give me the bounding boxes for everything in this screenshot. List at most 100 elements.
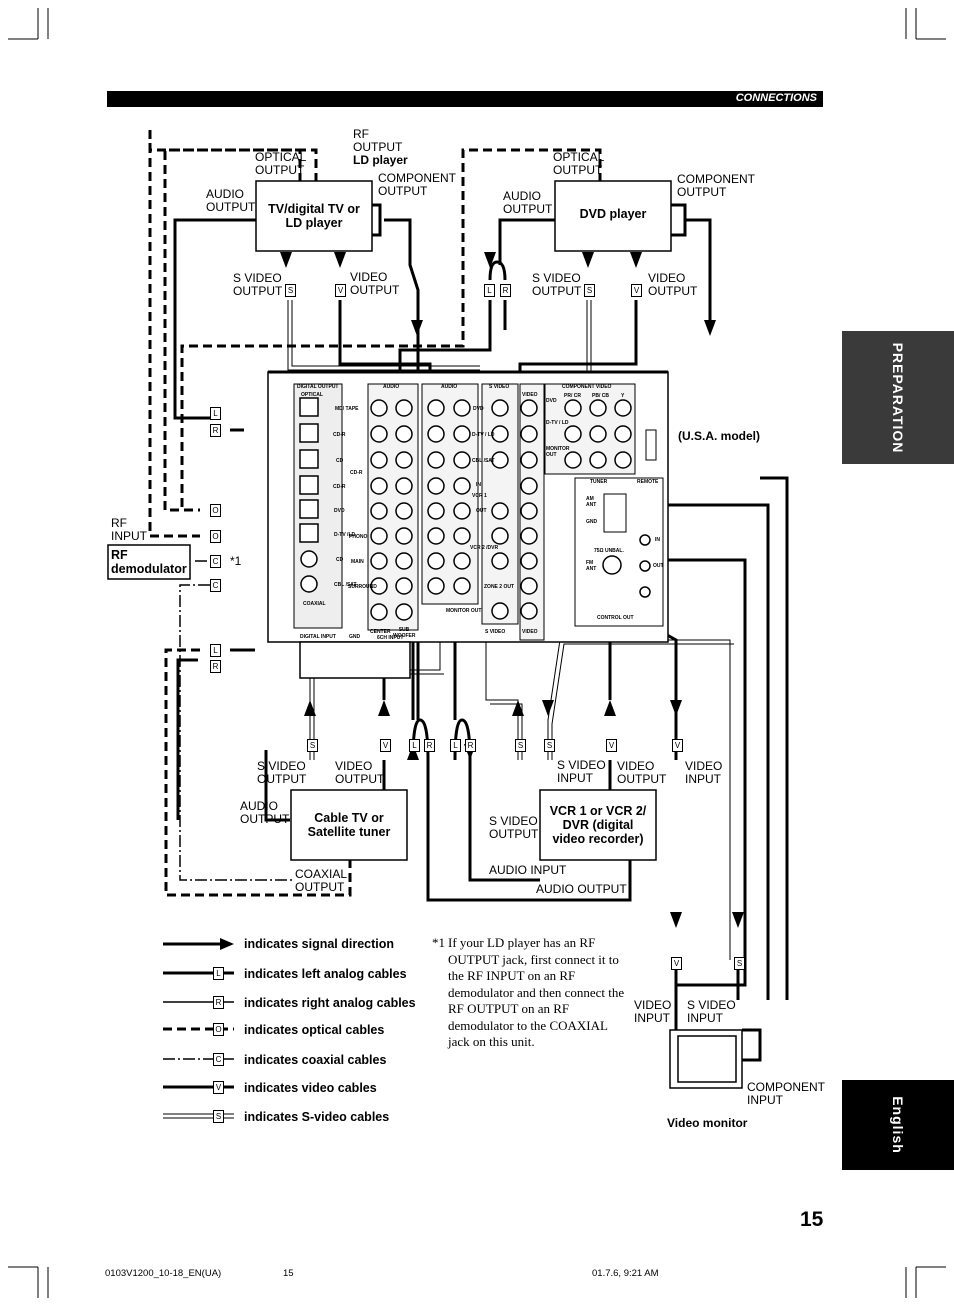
rx-video-2: VIDEO: [522, 629, 538, 635]
cable-coaxial-label: COAXIAL OUTPUT: [295, 867, 348, 894]
legend-svideo-text: indicates S-video cables: [244, 1110, 390, 1124]
rx-gnd: GND: [349, 634, 361, 640]
plug-r-label: R: [502, 286, 509, 295]
rx-component-video: COMPONENT VIDEO: [562, 384, 612, 390]
plug-v-dvd: V: [631, 284, 642, 297]
legend-marker-coaxial: C: [213, 1053, 224, 1066]
legend-optical-text: indicates optical cables: [244, 1023, 385, 1037]
rx-phono: PHONO: [349, 534, 368, 540]
rx-optical: OPTICAL: [301, 392, 323, 398]
rx-remote: REMOTE: [637, 479, 659, 485]
legend-marker-right: R: [213, 996, 224, 1009]
footer-left: 0103V1200_10-18_EN(UA): [105, 1268, 222, 1279]
rx-surround: SURROUND: [348, 584, 377, 590]
plug-o-1: O: [210, 504, 221, 517]
monitor-svideo-in-label: S VIDEO INPUT: [687, 998, 736, 1025]
legend-left-text: indicates left analog cables: [244, 967, 407, 981]
plug-r-label: R: [426, 741, 433, 750]
tv-optical-label: OPTICAL OUTPUT: [255, 150, 307, 177]
legend-marker-label: L: [216, 969, 221, 978]
rx-cdr2: CD-R: [333, 484, 346, 490]
signal-arrow: [604, 700, 616, 716]
plug-r-vcr2: R: [465, 739, 476, 752]
video-cable-monitor: [760, 476, 789, 1000]
plug-o-label: O: [212, 532, 219, 541]
cable-device-box: Cable TV or Satellite tuner: [291, 790, 407, 860]
rx-control-out: CONTROL OUT: [597, 615, 634, 621]
rx-cbl: CBL /SAT: [334, 582, 357, 588]
svideo-cable-tv: [287, 300, 480, 371]
vcr-svideo-in-label: S VIDEO INPUT: [557, 758, 606, 785]
plug-v-label: V: [633, 286, 640, 295]
rx-unbal: 75Ω UNBAL.: [594, 548, 624, 554]
rx-out-2: OUT: [653, 563, 664, 569]
rx-out-1: OUT: [476, 508, 487, 514]
rx-digital-output: DIGITAL OUTPUT: [297, 384, 339, 390]
rf-note-mark: *1: [230, 554, 242, 568]
receiver-rear-panel: [267, 370, 669, 679]
component-cable-dvd: [670, 203, 712, 320]
section-title: CONNECTIONS: [735, 92, 817, 104]
legend-marker-label: O: [215, 1025, 222, 1034]
legend-right-text: indicates right analog cables: [244, 996, 416, 1010]
rx-dtv3: D-TV / LD: [546, 420, 569, 426]
plug-r-label: R: [212, 426, 219, 435]
monitor-video-in-top-label: VIDEO INPUT: [685, 759, 723, 786]
rx-main: MAIN: [351, 559, 364, 565]
optical-cable-cable: [164, 648, 352, 897]
section-header-bar: CONNECTIONS: [107, 91, 823, 107]
dvd-audio-label: AUDIO OUTPUT: [503, 189, 553, 216]
plug-c-label: C: [212, 557, 219, 566]
dvd-device-name: DVD player: [579, 207, 647, 221]
legend-signal-arrow: [220, 938, 234, 950]
plug-s-vcr-out: S: [544, 739, 555, 752]
video-cable-monitor-3: [640, 558, 747, 987]
dvd-optical-label: OPTICAL OUTPUT: [553, 150, 605, 177]
signal-arrow: [630, 252, 642, 268]
rx-dtv2: D-TV / LD: [472, 432, 495, 438]
rx-fm-ant: FM ANT: [586, 560, 597, 572]
vcr-video-out-label: VIDEO OUTPUT: [617, 759, 667, 786]
tv-video-label: VIDEO OUTPUT: [350, 270, 400, 297]
rx-in-1: IN: [476, 482, 481, 488]
cable-device-name: Cable TV or Satellite tuner: [307, 811, 391, 839]
rx-s-video: S VIDEO: [489, 384, 510, 390]
rx-digital-input: DIGITAL INPUT: [300, 634, 336, 640]
tv-rf-label: RF OUTPUT: [353, 127, 403, 154]
model-note: (U.S.A. model): [678, 429, 761, 443]
dvd-component-label: COMPONENT OUTPUT: [677, 172, 755, 199]
cable-audio-label: AUDIO OUTPUT: [240, 799, 290, 826]
footnote-mark: *1: [432, 935, 445, 950]
legend-video-text: indicates video cables: [244, 1081, 377, 1095]
plug-v-tv: V: [335, 284, 346, 297]
rx-in-2: IN: [655, 537, 660, 543]
rx-coaxial: COAXIAL: [303, 601, 326, 607]
signal-arrow: [304, 700, 316, 716]
rx-md-tape: MD/ TAPE: [335, 406, 359, 412]
rx-dvd2: DVD: [473, 406, 484, 412]
tab-preparation: PREPARATION: [842, 331, 954, 464]
audio-cable-cable: [264, 750, 290, 822]
tab-english: English: [842, 1080, 954, 1170]
audio-cable-vcr-out: [426, 760, 632, 902]
footer-right: 01.7.6, 9:21 AM: [592, 1268, 659, 1279]
plug-v-label: V: [337, 286, 344, 295]
dvd-device-box: DVD player: [555, 181, 671, 247]
plug-s-label: S: [736, 959, 743, 968]
plug-v-cable: V: [380, 739, 391, 752]
tv-rf-note: LD player: [353, 153, 408, 167]
plug-v-label: V: [382, 741, 389, 750]
signal-arrow: [378, 700, 390, 716]
monitor-name: Video monitor: [667, 1116, 748, 1130]
dvd-video-label: VIDEO OUTPUT: [648, 271, 698, 298]
vcr-device-name: VCR 1 or VCR 2/ DVR (digital video recor…: [549, 804, 647, 846]
plug-l-label: L: [412, 741, 417, 750]
rx-dvd3: DVD: [546, 398, 557, 404]
rx-vcr1: VCR 1: [472, 493, 487, 499]
legend-marker-left: L: [213, 967, 224, 980]
rx-dvd: DVD: [334, 508, 345, 514]
